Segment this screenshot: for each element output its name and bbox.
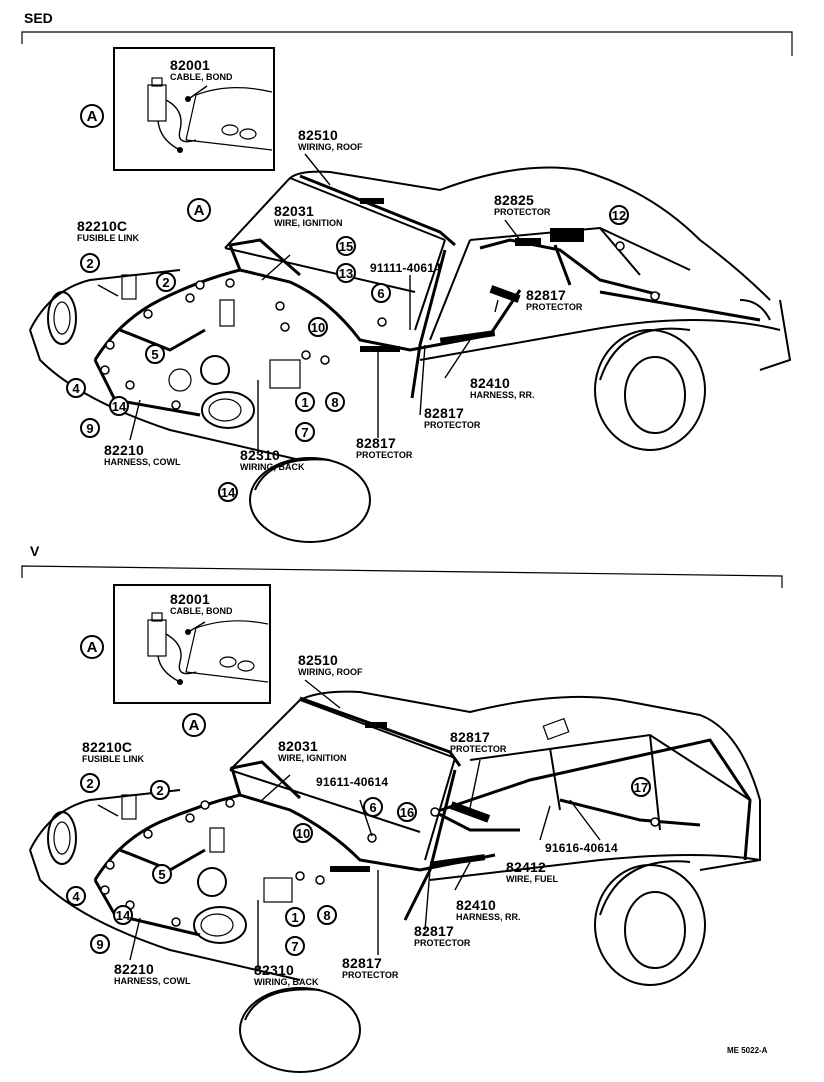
callout-circle: 8 bbox=[317, 905, 337, 925]
callout-circle: 2 bbox=[150, 780, 170, 800]
callout-circle: 6 bbox=[363, 797, 383, 817]
v-leader-lines bbox=[97, 679, 601, 970]
callout-circle: 7 bbox=[285, 936, 305, 956]
sed-section-bracket bbox=[21, 31, 793, 56]
callout-circle: 4 bbox=[66, 886, 86, 906]
callout-circle: 4 bbox=[66, 378, 86, 398]
callout-circle: 7 bbox=[295, 422, 315, 442]
section-title-v: V bbox=[30, 543, 40, 559]
section-title-sed: SED bbox=[24, 10, 53, 26]
callout-circle: 2 bbox=[156, 272, 176, 292]
callout-circle: 14 bbox=[109, 396, 129, 416]
callout-circle: 8 bbox=[325, 392, 345, 412]
callout-circle: 17 bbox=[631, 777, 651, 797]
sed-leader-lines bbox=[97, 153, 521, 455]
part-label: 91111-40614 bbox=[370, 261, 441, 275]
callout-circle: A bbox=[182, 713, 206, 737]
callout-circle: 1 bbox=[285, 907, 305, 927]
part-label: 91611-40614 bbox=[316, 775, 389, 789]
callout-circle: 5 bbox=[152, 864, 172, 884]
v-harness-runs bbox=[93, 696, 752, 937]
callout-circle: 12 bbox=[609, 205, 629, 225]
callout-circle: 10 bbox=[293, 823, 313, 843]
callout-circle: 2 bbox=[80, 773, 100, 793]
v-inset-box bbox=[113, 584, 271, 704]
sed-car-body bbox=[29, 166, 792, 543]
sed-inset-box bbox=[113, 47, 275, 171]
drawing-code: ME 5022-A bbox=[727, 1046, 768, 1055]
callout-circle: 1 bbox=[295, 392, 315, 412]
callout-circle: A bbox=[80, 104, 104, 128]
v-car-body bbox=[29, 690, 761, 1073]
callout-circle: 9 bbox=[80, 418, 100, 438]
callout-circle: 15 bbox=[336, 236, 356, 256]
callout-circle: 9 bbox=[90, 934, 110, 954]
callout-circle: 6 bbox=[371, 283, 391, 303]
callout-circle: 10 bbox=[308, 317, 328, 337]
callout-circle: 16 bbox=[397, 802, 417, 822]
callout-circle: 14 bbox=[113, 905, 133, 925]
callout-circle: A bbox=[80, 635, 104, 659]
part-label: 91616-40614 bbox=[545, 841, 618, 855]
callout-circle: 13 bbox=[336, 263, 356, 283]
v-section-bracket bbox=[21, 565, 783, 588]
callout-circle: 2 bbox=[80, 253, 100, 273]
callout-circle: 14 bbox=[218, 482, 238, 502]
callout-circle: A bbox=[187, 198, 211, 222]
callout-circle: 5 bbox=[145, 344, 165, 364]
